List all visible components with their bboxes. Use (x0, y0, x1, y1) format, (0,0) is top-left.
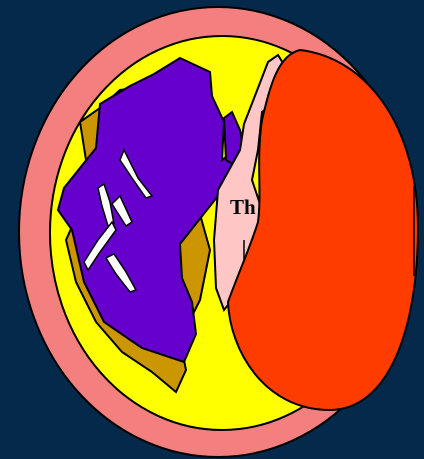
structure-label: Th (230, 195, 256, 219)
